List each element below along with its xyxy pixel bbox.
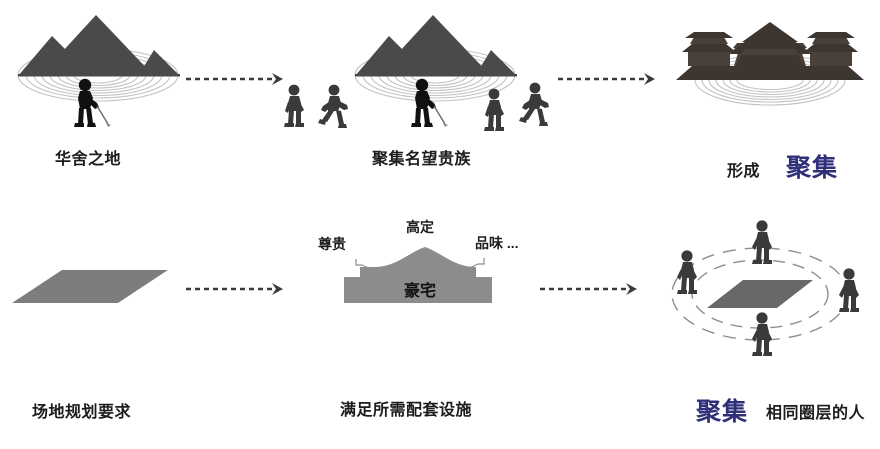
top-stage3-graphic xyxy=(672,20,868,140)
golfer-figure-icon xyxy=(411,78,448,127)
top-stage3-caption-prefix: 形成 xyxy=(727,163,761,180)
bottom-arrow-2 xyxy=(540,283,637,295)
mountain-with-rings-icon xyxy=(17,15,180,102)
top-stage3-caption-accent: 聚集 xyxy=(786,154,839,182)
bottom-stage3-caption-suffix: 相同圈层的人 xyxy=(766,405,866,422)
bottom-stage2-graphic: 豪宅 尊贵 高定 品味 ... xyxy=(300,215,550,325)
top-stage1-caption: 华舍之地 xyxy=(55,151,122,168)
bottom-stage2-caption: 满足所需配套设施 xyxy=(340,402,473,419)
bottom-stage1-caption: 场地规划要求 xyxy=(32,404,132,421)
annotation-left: 尊贵 xyxy=(318,236,346,252)
mountain-shape xyxy=(18,15,180,77)
bottom-stage3-graphic xyxy=(655,220,865,370)
top-arrow-2 xyxy=(558,73,655,85)
mountain-with-rings-icon xyxy=(354,15,517,102)
mansion-silhouette-icon xyxy=(344,246,492,303)
annotation-top: 高定 xyxy=(406,219,434,235)
top-stage2-graphic xyxy=(345,10,525,140)
top-stage1-graphic xyxy=(8,10,188,140)
center-plot-slab xyxy=(707,280,813,308)
bottom-stage3-caption-accent: 聚集 xyxy=(696,398,749,426)
mansion-center-label: 豪宅 xyxy=(404,283,437,300)
land-plot-slab-icon xyxy=(12,270,168,303)
palace-with-rings-icon xyxy=(676,22,864,106)
running-person-icon xyxy=(519,82,549,126)
top-arrow-1 xyxy=(186,73,283,85)
running-person-icon xyxy=(318,84,348,128)
walking-person-icon xyxy=(839,268,859,312)
annotation-leaders xyxy=(355,246,485,278)
walking-person-icon xyxy=(752,220,772,264)
walking-person-icon xyxy=(752,312,772,356)
bottom-arrow-1 xyxy=(186,283,283,295)
top-stage2-caption: 聚集名望贵族 xyxy=(372,151,472,168)
walking-person-icon xyxy=(484,88,504,131)
walking-person-icon xyxy=(284,84,304,127)
annotation-right: 品味 ... xyxy=(475,235,519,251)
walking-person-icon xyxy=(677,250,697,294)
palace-shape xyxy=(676,22,864,80)
golfer-figure-icon xyxy=(74,78,111,127)
mountain-shape xyxy=(355,15,517,77)
